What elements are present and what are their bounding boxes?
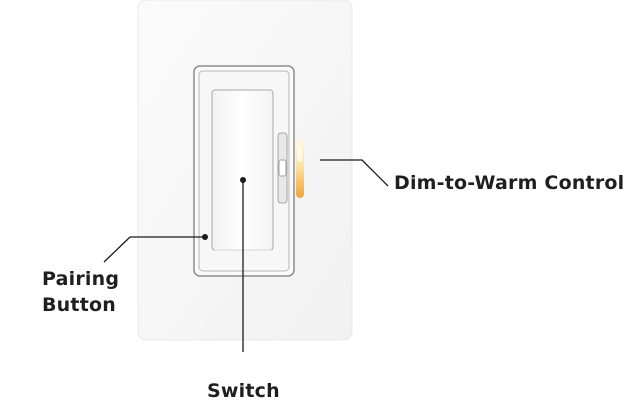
dim-to-warm-label: Dim-to-Warm Control	[394, 172, 625, 194]
pairing-label-line2: Button	[42, 294, 116, 316]
pairing-button-dot[interactable]	[202, 234, 208, 240]
leader-dim-to-warm	[320, 159, 389, 187]
warm-light-glow-icon	[296, 140, 304, 198]
leader-lines	[103, 159, 389, 352]
dim-slider-knob[interactable]	[278, 159, 287, 177]
pairing-button-label: Pairing Button	[42, 266, 119, 318]
switch-label: Switch	[207, 380, 280, 402]
switch-dot	[240, 177, 246, 183]
pairing-label-line1: Pairing	[42, 268, 120, 290]
leader-pairing-button	[103, 236, 205, 263]
